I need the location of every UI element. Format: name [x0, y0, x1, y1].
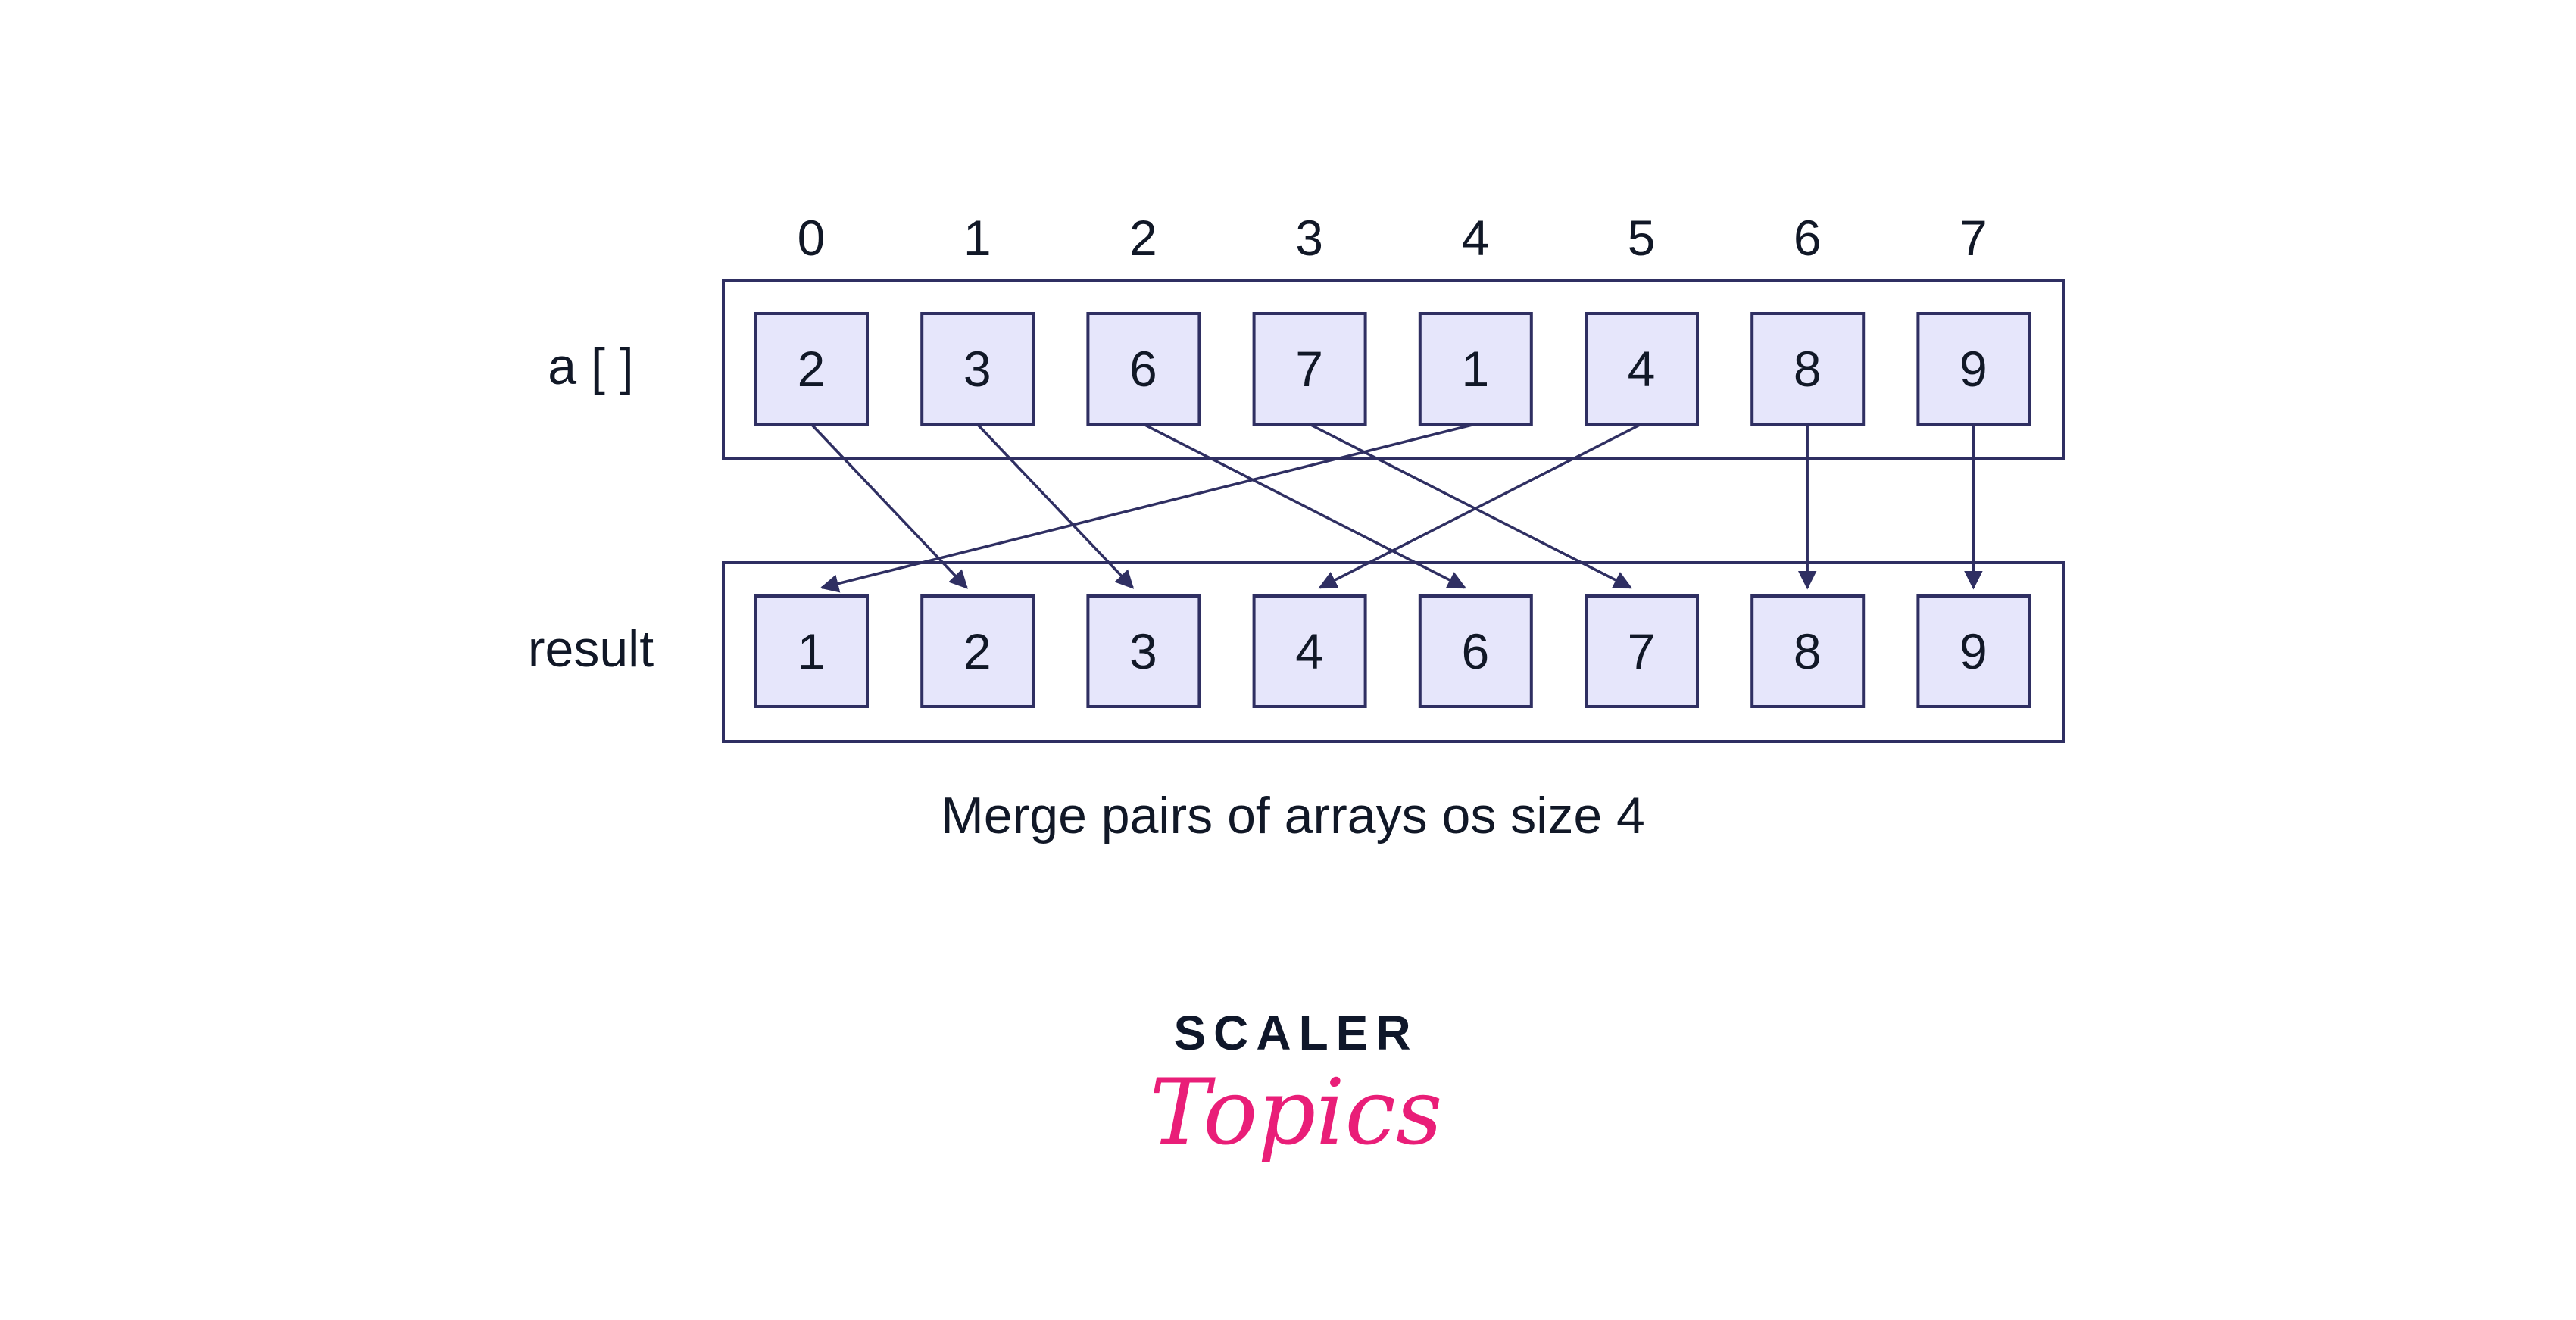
- array_a-cell-value: 6: [1129, 341, 1157, 397]
- array_a-cell-value: 2: [798, 341, 826, 397]
- result-cell: [1086, 594, 1201, 708]
- result-cell: [1418, 594, 1533, 708]
- index-label: 6: [1794, 210, 1822, 266]
- result-cells: 1 2 3 4 6 7 8 9: [754, 594, 2031, 708]
- merge-arrow: [810, 423, 968, 589]
- result-container: [722, 561, 2065, 743]
- index-label: 5: [1628, 210, 1656, 266]
- array_a-cell: [1585, 312, 1699, 426]
- result-cell-value: 6: [1461, 623, 1489, 679]
- array_a-cell-value: 9: [1959, 341, 1987, 397]
- array_a-cell: [1418, 312, 1533, 426]
- merge-arrow: [1318, 423, 1642, 589]
- merge-arrow: [820, 423, 1476, 593]
- logo-topics-text: Topics: [1150, 1060, 1443, 1166]
- array_a-cell-value: 7: [1295, 341, 1323, 397]
- array_a-cell-value: 1: [1461, 341, 1489, 397]
- result-cell: [1750, 594, 1866, 708]
- index-label: 0: [798, 210, 826, 266]
- caption: Merge pairs of arrays os size 4: [941, 787, 1645, 844]
- result-cell: [1916, 594, 2031, 708]
- array_a-cell: [1086, 312, 1201, 426]
- array_a-cell: [1916, 312, 2031, 426]
- index-label: 3: [1295, 210, 1323, 266]
- array_a-cell-value: 4: [1628, 341, 1656, 397]
- result-cell-value: 3: [1129, 623, 1157, 679]
- result-cell-value: 7: [1628, 623, 1656, 679]
- array-a-cells: 2 3 6 7 1 4 8 9: [754, 312, 2031, 426]
- index-labels: 0 1 2 3 4 5 6 7: [798, 210, 1987, 266]
- result-cell-value: 1: [798, 623, 826, 679]
- result-cell-value: 9: [1959, 623, 1987, 679]
- index-label: 4: [1461, 210, 1489, 266]
- result-cell: [1252, 594, 1367, 708]
- merge-arrow: [1142, 423, 1466, 589]
- merge-arrows: [810, 423, 1983, 593]
- index-label: 2: [1129, 210, 1157, 266]
- array-a-container: [722, 279, 2065, 460]
- scaler-topics-logo: SCALER Topics: [1150, 1006, 1443, 1166]
- result-cell-value: 2: [963, 623, 991, 679]
- result-cell: [1585, 594, 1699, 708]
- array_a-cell: [1750, 312, 1866, 426]
- result-cell: [920, 594, 1035, 708]
- array-a-label: a [ ]: [548, 338, 633, 395]
- result-cell-value: 4: [1295, 623, 1323, 679]
- result-label: result: [528, 620, 654, 678]
- result-cell: [754, 594, 869, 708]
- merge-arrow: [976, 423, 1135, 589]
- array_a-cell: [754, 312, 869, 426]
- logo-scaler-text: SCALER: [1173, 1006, 1418, 1060]
- result-cell-value: 8: [1794, 623, 1822, 679]
- index-label: 7: [1959, 210, 1987, 266]
- array_a-cell-value: 3: [963, 341, 991, 397]
- array_a-cell: [1252, 312, 1367, 426]
- array_a-cell-value: 8: [1794, 341, 1822, 397]
- index-label: 1: [963, 210, 991, 266]
